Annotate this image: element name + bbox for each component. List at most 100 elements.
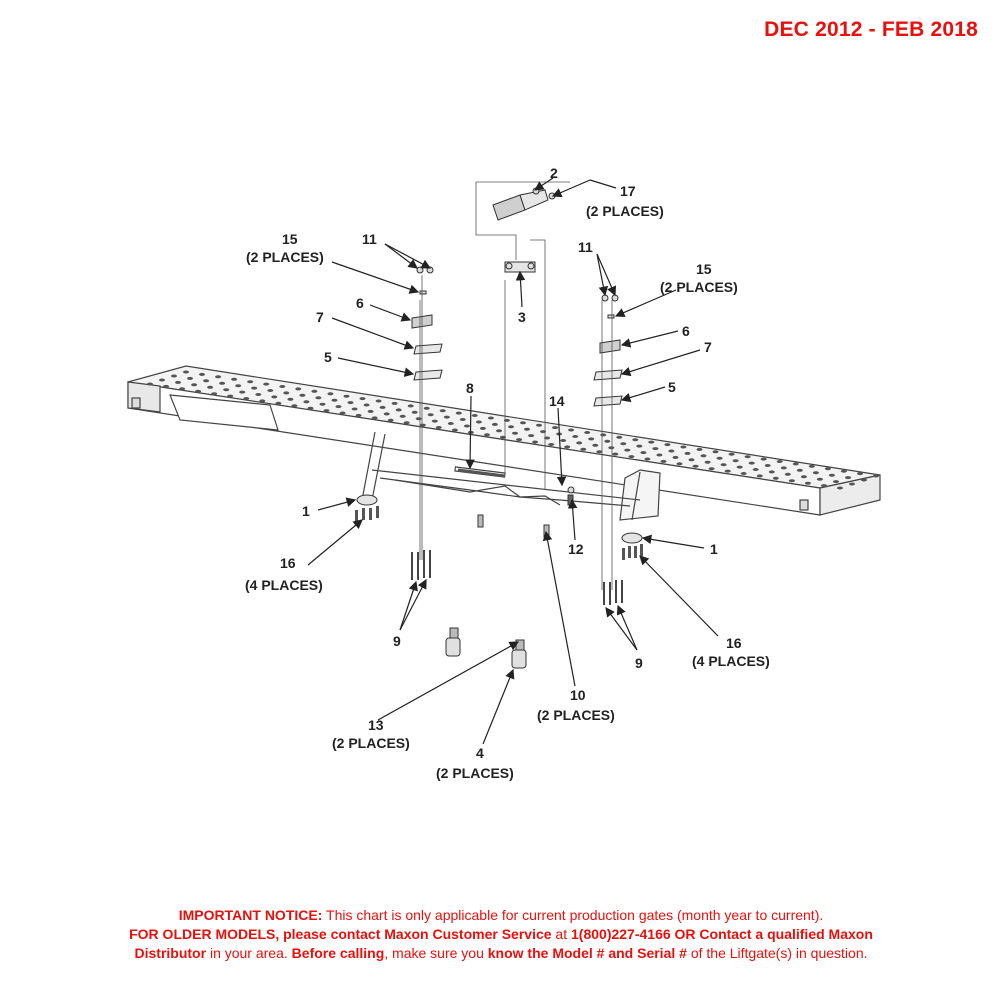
tread-hole bbox=[335, 405, 342, 409]
tread-hole bbox=[283, 391, 290, 395]
notice-text: of the Liftgate(s) in question. bbox=[686, 945, 868, 961]
tread-hole bbox=[391, 401, 398, 405]
tread-hole bbox=[520, 421, 526, 425]
tread-hole bbox=[532, 440, 539, 444]
tread-hole bbox=[455, 411, 462, 415]
callout-16-right-qty: (4 PLACES) bbox=[692, 653, 770, 669]
tread-hole bbox=[295, 387, 302, 391]
tread-hole bbox=[576, 441, 583, 445]
tread-hole bbox=[516, 438, 523, 442]
tread-hole bbox=[688, 458, 695, 462]
tread-hole bbox=[175, 380, 181, 384]
tread-hole bbox=[572, 435, 579, 438]
tread-hole bbox=[604, 439, 611, 443]
callout-13: 13 bbox=[368, 717, 384, 733]
notice-line-2: FOR OLDER MODELS, please contact Maxon C… bbox=[0, 925, 1002, 944]
tread-hole bbox=[632, 438, 639, 442]
notice-text: at bbox=[551, 926, 572, 942]
tread-hole bbox=[612, 452, 619, 456]
notice-text: in your area. bbox=[206, 945, 292, 961]
callout-13-qty: (2 PLACES) bbox=[332, 735, 410, 751]
callout-17: 17 bbox=[620, 183, 636, 199]
tread-hole bbox=[668, 449, 675, 453]
tread-hole bbox=[728, 452, 735, 456]
important-notice: IMPORTANT NOTICE: This chart is only app… bbox=[0, 906, 1002, 963]
notice-before-calling: Before calling bbox=[291, 945, 385, 961]
tread-hole bbox=[736, 465, 743, 469]
callout-6-right: 6 bbox=[682, 323, 690, 339]
callout-16-left-qty: (4 PLACES) bbox=[245, 577, 323, 593]
tread-hole bbox=[816, 477, 823, 481]
tread-hole bbox=[648, 440, 655, 444]
callout-10-qty: (2 PLACES) bbox=[537, 707, 615, 723]
tread-hole bbox=[840, 469, 847, 473]
notice-heading: IMPORTANT NOTICE: bbox=[178, 907, 323, 923]
tread-hole bbox=[732, 459, 739, 463]
tread-hole bbox=[716, 456, 723, 460]
tread-hole bbox=[712, 450, 719, 454]
callout-15-left: 15 bbox=[282, 231, 298, 247]
tread-hole bbox=[700, 454, 707, 458]
tread-hole bbox=[395, 408, 402, 412]
tread-hole bbox=[451, 428, 458, 432]
tread-hole bbox=[239, 390, 246, 394]
callout-9-left: 9 bbox=[393, 633, 401, 649]
tread-hole bbox=[179, 387, 186, 391]
callout-1-left: 1 bbox=[302, 503, 310, 519]
tread-hole bbox=[508, 425, 514, 429]
tread-hole bbox=[588, 437, 595, 441]
tread-hole bbox=[223, 388, 230, 392]
assembly-lines bbox=[419, 181, 613, 590]
tread-hole bbox=[849, 482, 855, 486]
tread-hole bbox=[219, 381, 226, 385]
tread-hole bbox=[768, 470, 775, 474]
tread-hole bbox=[636, 444, 643, 448]
tread-hole bbox=[211, 392, 218, 396]
tread-hole bbox=[255, 393, 262, 396]
tread-hole bbox=[644, 457, 651, 461]
tread-hole bbox=[415, 417, 422, 421]
callout-12: 12 bbox=[568, 541, 584, 557]
tread-hole bbox=[544, 436, 551, 440]
tread-hole bbox=[596, 450, 603, 454]
tread-hole bbox=[311, 389, 318, 393]
tread-hole bbox=[676, 462, 683, 466]
notice-older-models: FOR OLDER MODELS, please contact Maxon C… bbox=[129, 926, 552, 942]
callout-4-qty: (2 PLACES) bbox=[436, 765, 514, 781]
tread-hole bbox=[512, 431, 518, 435]
tread-hole bbox=[159, 378, 165, 382]
tread-hole bbox=[828, 473, 835, 477]
callout-5-left: 5 bbox=[324, 349, 332, 365]
tread-hole bbox=[833, 480, 839, 484]
tread-hole bbox=[191, 383, 198, 387]
tread-hole bbox=[463, 424, 470, 428]
tread-hole bbox=[528, 434, 535, 438]
tread-hole bbox=[692, 464, 699, 468]
callout-3: 3 bbox=[518, 309, 526, 325]
callout-1-right: 1 bbox=[710, 541, 718, 557]
tread-hole bbox=[800, 475, 807, 479]
callout-17-qty: (2 PLACES) bbox=[586, 203, 664, 219]
tread-hole bbox=[279, 385, 286, 388]
tread-hole bbox=[720, 463, 727, 467]
tread-hole bbox=[183, 370, 189, 374]
tread-hole bbox=[355, 413, 362, 417]
tread-hole bbox=[443, 415, 450, 419]
tread-hole bbox=[672, 455, 679, 459]
date-range-title: DEC 2012 - FEB 2018 bbox=[764, 18, 978, 41]
tread-hole bbox=[251, 386, 258, 390]
tread-hole bbox=[307, 406, 314, 410]
tread-hole bbox=[484, 433, 490, 437]
tread-hole bbox=[600, 433, 607, 437]
tread-hole bbox=[187, 376, 193, 380]
tread-hole bbox=[584, 431, 591, 434]
tread-hole bbox=[776, 460, 783, 463]
tread-hole bbox=[624, 448, 631, 452]
notice-text: , make sure you bbox=[384, 945, 488, 961]
tread-hole bbox=[748, 461, 755, 465]
tread-hole bbox=[656, 453, 663, 457]
tread-hole bbox=[203, 379, 210, 383]
tread-hole bbox=[684, 451, 691, 455]
notice-line-1: IMPORTANT NOTICE: This chart is only app… bbox=[0, 906, 1002, 925]
